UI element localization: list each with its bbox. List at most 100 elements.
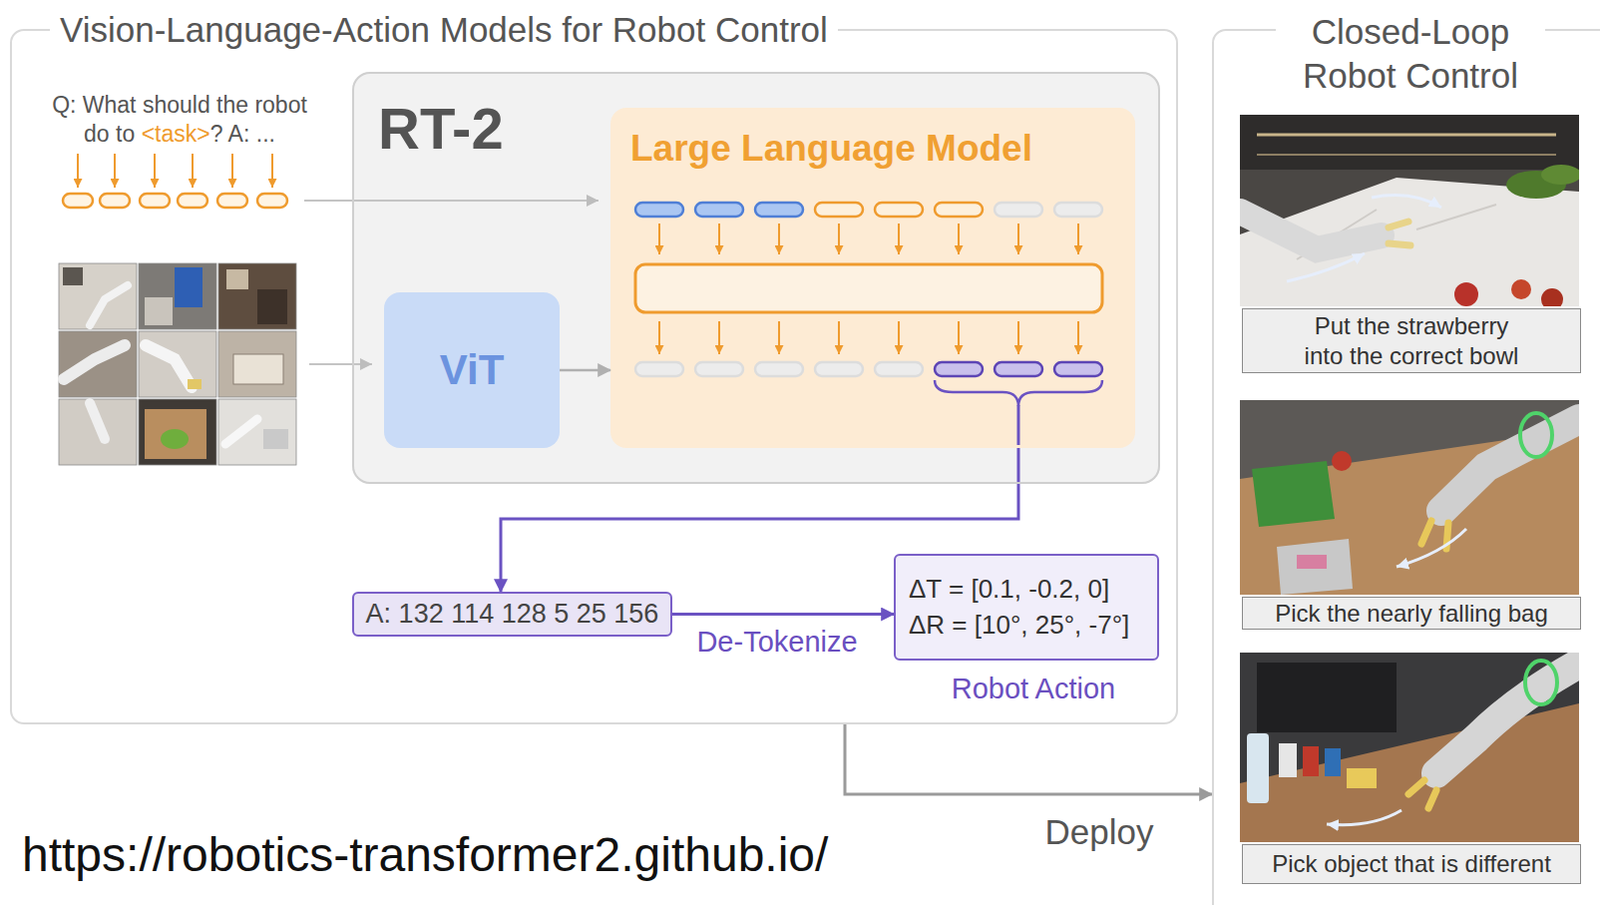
language-model-internals (814, 362, 863, 377)
language-model-internals (695, 202, 744, 217)
language-model-internals (874, 202, 923, 217)
camera-image-grid (218, 399, 297, 465)
robot-photo (1302, 746, 1319, 777)
robot-photo (1239, 400, 1580, 595)
camera-image-grid (226, 269, 249, 290)
task-placeholder: <task> (141, 120, 211, 147)
robot-photo (1256, 153, 1557, 156)
language-model-internals (635, 264, 1103, 313)
camera-image-grid (218, 331, 297, 398)
language-model-internals (957, 223, 960, 255)
language-model-internals (934, 380, 1103, 406)
camera-image-grid (138, 399, 217, 465)
prompt-tokens (62, 153, 599, 208)
box-fill (352, 71, 1161, 484)
robot-photo (1511, 279, 1532, 300)
robot-photo (1331, 450, 1352, 471)
language-model-internals (718, 223, 721, 255)
encoder-box: ViT (384, 292, 560, 448)
language-model-internals (874, 362, 923, 377)
language-model-internals (1017, 404, 1021, 445)
camera-image-grid (58, 263, 137, 330)
camera-image-grid (58, 399, 137, 465)
box-fill (1241, 308, 1582, 374)
prompt-tokens (76, 153, 79, 188)
camera-image-grid (138, 331, 217, 398)
camera-image-grid (174, 267, 203, 308)
language-model-internals (934, 202, 983, 217)
robot-photo (1239, 400, 1580, 595)
language-model-internals (897, 223, 900, 255)
prompt-tokens (99, 193, 130, 208)
language-model-internals (1077, 321, 1080, 355)
connector (844, 724, 1212, 795)
prompt-tokens (153, 153, 156, 188)
source-url: https://robotics-transformer2.github.io/ (21, 826, 828, 883)
language-model-internals (1077, 223, 1080, 255)
robot-photo (1239, 114, 1580, 307)
camera-image-grid (218, 263, 297, 330)
prompt-tokens (139, 193, 170, 208)
robot-photo (1324, 748, 1341, 777)
action-label: Robot Action (951, 672, 1116, 705)
box-fill (1241, 596, 1582, 630)
robot-photo (1525, 660, 1558, 705)
camera-image-grid (138, 263, 217, 330)
model-label: Large Language Model (630, 127, 1033, 170)
box-fill (1241, 843, 1582, 884)
language-model-internals (1054, 362, 1103, 377)
label-holder: https://robotics-transformer2.github.io/ (21, 826, 828, 883)
robot-photo (1256, 133, 1557, 137)
robot-photo (1239, 114, 1580, 170)
caption: Pick object that is different (1271, 848, 1552, 879)
connector (559, 369, 611, 373)
camera-image-grid (160, 428, 189, 449)
language-model-internals (635, 362, 684, 377)
prompt-text: Q: What should the robot (51, 91, 308, 118)
prompt-tokens (271, 153, 274, 188)
language-model-box: Large Language Model (610, 107, 1136, 448)
language-model-internals (837, 321, 840, 355)
language-model-internals (957, 321, 960, 355)
language-model-internals (755, 202, 803, 217)
prompt-tokens (217, 193, 248, 208)
prompt-tokens (113, 153, 116, 188)
robot-photo (1251, 460, 1335, 527)
label-holder: Q: What should the robot (51, 91, 308, 118)
robot-photo (1408, 780, 1437, 808)
language-model-internals (695, 362, 744, 377)
model-box: ViT Large Language Model RT-2 (352, 71, 1161, 484)
prompt-tokens (177, 193, 208, 208)
camera-image-grid (89, 402, 105, 439)
robot-photo (1286, 253, 1365, 282)
prompt-text: ? A: ... (210, 120, 276, 147)
language-model-internals (635, 202, 1103, 445)
robot-photo (1278, 743, 1297, 778)
caption-box: Put the strawberry into the correct bowl (1241, 308, 1582, 374)
camera-image-grid (144, 297, 173, 326)
model-title: RT-2 (378, 95, 504, 162)
prompt-tokens (231, 153, 234, 188)
prompt-tokens (191, 153, 194, 188)
language-model-internals (1054, 202, 1103, 217)
language-model-internals (994, 202, 1043, 217)
robot-photo (1454, 282, 1479, 307)
edge-label-holder: De-Tokenize (696, 625, 857, 659)
panel: Put the strawberry into the correct bowl… (1211, 28, 1600, 905)
caption: Put the strawberry into the correct bowl (1297, 311, 1526, 372)
encoder-label: ViT (439, 346, 505, 395)
prompt-tokens (257, 193, 288, 208)
camera-image-grid (63, 345, 125, 380)
box-fill (610, 107, 1136, 448)
language-model-internals (658, 321, 661, 355)
language-model-internals (814, 202, 863, 217)
box-fill (893, 553, 1160, 661)
token-box: A: 132 114 128 5 25 156 (352, 591, 673, 637)
token-output: A: 132 114 128 5 25 156 (366, 598, 660, 630)
language-model-internals (635, 202, 684, 217)
robot-photo (1239, 652, 1580, 842)
panel-title: Closed-Loop Robot Control (1275, 9, 1546, 98)
connector (672, 612, 894, 616)
camera-image-grid (263, 428, 289, 449)
